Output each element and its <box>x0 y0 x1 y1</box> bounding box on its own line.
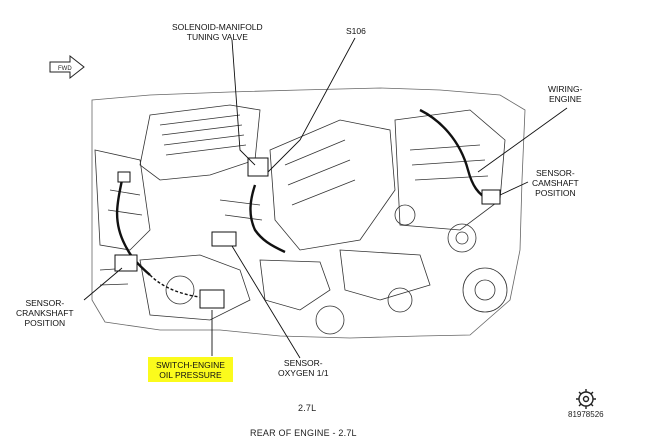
connectors <box>114 157 501 309</box>
leader-lines <box>83 37 568 359</box>
wiring-harness <box>115 108 491 299</box>
label-wiring-engine: WIRING-ENGINE <box>548 84 583 104</box>
engine-label: 2.7L <box>298 403 317 413</box>
figure-number: 81978526 <box>568 410 604 419</box>
svg-text:FWD: FWD <box>58 66 72 72</box>
diagram-caption: REAR OF ENGINE - 2.7L <box>250 428 357 438</box>
label-s106: S106 <box>346 26 366 36</box>
fwd-arrow-icon: FWD <box>49 54 85 80</box>
label-sensor-oxygen: SENSOR-OXYGEN 1/1 <box>278 358 329 378</box>
gear-icon <box>576 389 596 409</box>
engine-drawing <box>91 87 526 339</box>
